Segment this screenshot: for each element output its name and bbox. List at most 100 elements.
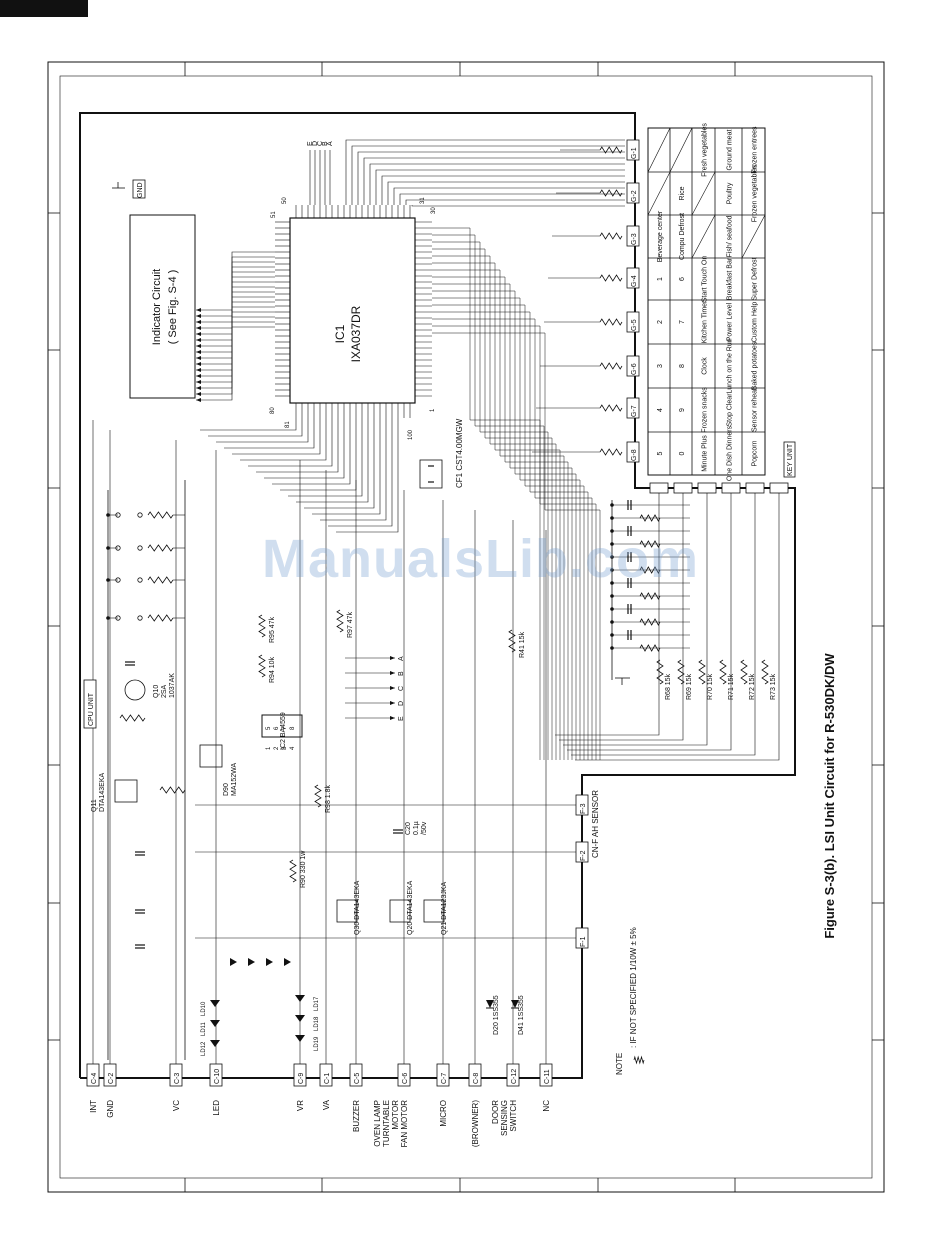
f-connector-label: F-3	[580, 803, 587, 814]
g-bus-line	[369, 163, 625, 205]
empty-key-slash	[647, 171, 671, 216]
c-connector-label: BUZZER	[352, 1100, 361, 1132]
output-transistor-label: Q20 DTA143EKA	[407, 880, 414, 935]
key-resistor-label: R68 15k	[665, 673, 672, 700]
right-bus-line	[432, 227, 541, 760]
key-label: Stop Clear	[727, 393, 734, 427]
bottom-bus-line	[312, 418, 381, 515]
indicator-title: Indicator Circuit	[151, 269, 163, 345]
key-return-line	[567, 493, 732, 751]
resistor	[677, 659, 685, 685]
key-label: 1	[657, 277, 664, 281]
resistor	[599, 404, 623, 412]
diode	[511, 1000, 519, 1008]
c-connector-id: C-4	[91, 1073, 98, 1084]
q10-label: 2SA	[161, 684, 168, 698]
led-label: LD17	[314, 996, 320, 1011]
g-connector-label: G-3	[631, 233, 638, 245]
resistor	[599, 362, 623, 370]
resistor	[599, 318, 623, 326]
ic2-pin: 3	[282, 746, 288, 750]
resistor	[147, 511, 174, 519]
g-bus-line	[363, 157, 625, 205]
key-return-line	[571, 493, 756, 756]
resistor	[639, 514, 661, 522]
bottom-bus-line	[200, 418, 297, 431]
ic2-chip	[261, 714, 303, 738]
cpu-unit-label: CPU UNIT	[88, 692, 95, 726]
bottom-bus-line	[232, 418, 321, 455]
resistor	[508, 629, 516, 653]
bottom-bus-line	[336, 418, 399, 533]
empty-key-slash	[741, 214, 766, 259]
led	[295, 995, 305, 1002]
ic1-pin-number: 81	[285, 421, 291, 428]
bottom-bus-line	[272, 418, 351, 485]
key-resistor-label: R73 15k	[770, 673, 777, 700]
terminal	[137, 615, 143, 621]
led	[248, 958, 255, 966]
resistor-label: R98 1.8k	[325, 784, 332, 813]
output-transistor	[389, 899, 411, 923]
q11-transistor	[114, 779, 138, 803]
bottom-bus-line	[288, 418, 363, 497]
gnd-label: GND	[137, 182, 144, 198]
bus-label-top: A	[327, 141, 334, 146]
c-connector-label: LED	[212, 1100, 221, 1116]
indicator-line	[196, 311, 275, 383]
q10-transistor	[124, 679, 146, 701]
resistor	[740, 659, 748, 685]
right-bus-line	[432, 325, 597, 760]
arrow	[196, 332, 201, 336]
c-connector-label: (BROWNER)	[471, 1100, 480, 1147]
bottom-bus-line	[264, 418, 345, 479]
right-bus-line	[432, 318, 593, 760]
empty-key-slash	[691, 214, 716, 259]
g-connector-label: G-8	[631, 449, 638, 461]
key-label: 4	[657, 408, 664, 412]
c-connector-id: C-3	[174, 1073, 181, 1084]
bus-label-top: B	[322, 141, 329, 146]
resistor	[599, 146, 623, 154]
key-label: Clock	[702, 357, 709, 375]
c-connector-label: TURNTABLE	[382, 1100, 391, 1147]
bus-label-top: D	[312, 141, 319, 146]
c-connector-id: C-1	[324, 1073, 331, 1084]
g-bus-line	[399, 193, 625, 205]
c-connector-label: SENSING	[500, 1100, 509, 1136]
indicator-line	[196, 251, 275, 311]
key-return-line	[575, 493, 780, 761]
g-bus-line	[405, 199, 625, 205]
led-label: LD18	[314, 1016, 320, 1031]
right-bus-line	[432, 304, 585, 760]
output-transistor-label: Q30 DTA143EKA	[354, 880, 361, 935]
key-return-line	[555, 493, 660, 736]
key-label: 9	[679, 408, 686, 412]
resistor-label: R41 15k	[519, 631, 526, 658]
g-connector-label: G-4	[631, 275, 638, 287]
right-bus-line	[432, 269, 565, 760]
resistor	[719, 659, 727, 685]
key-label: One Dish Dinners	[727, 425, 734, 481]
c-connector-id: C-6	[402, 1073, 409, 1084]
g-connector	[626, 267, 640, 289]
bottom-bus-line	[304, 418, 375, 509]
key-label: Breakfast Bar	[727, 257, 734, 300]
resistor	[599, 232, 623, 240]
key-label: Frozen entrees	[752, 126, 759, 174]
key-label: Sensor reheat	[752, 388, 759, 432]
abcde-label: E	[398, 716, 405, 721]
ic1-body	[289, 217, 416, 404]
note-text: : IF NOT SPECIFIED 1/10W ± 5%	[629, 927, 638, 1048]
right-bus-line	[432, 283, 573, 760]
key-label: 6	[679, 277, 686, 281]
key-unit-box	[783, 441, 796, 478]
arrow	[196, 314, 201, 318]
g-bus-line	[387, 181, 625, 205]
key-label: Power Level	[727, 302, 734, 341]
c-connector-label: NC	[542, 1100, 551, 1112]
g-connector-label: G-5	[631, 319, 638, 331]
led	[284, 958, 291, 966]
diode-label: D20 1SS355	[493, 995, 500, 1035]
q11-label: DTA143EKA	[99, 773, 106, 812]
